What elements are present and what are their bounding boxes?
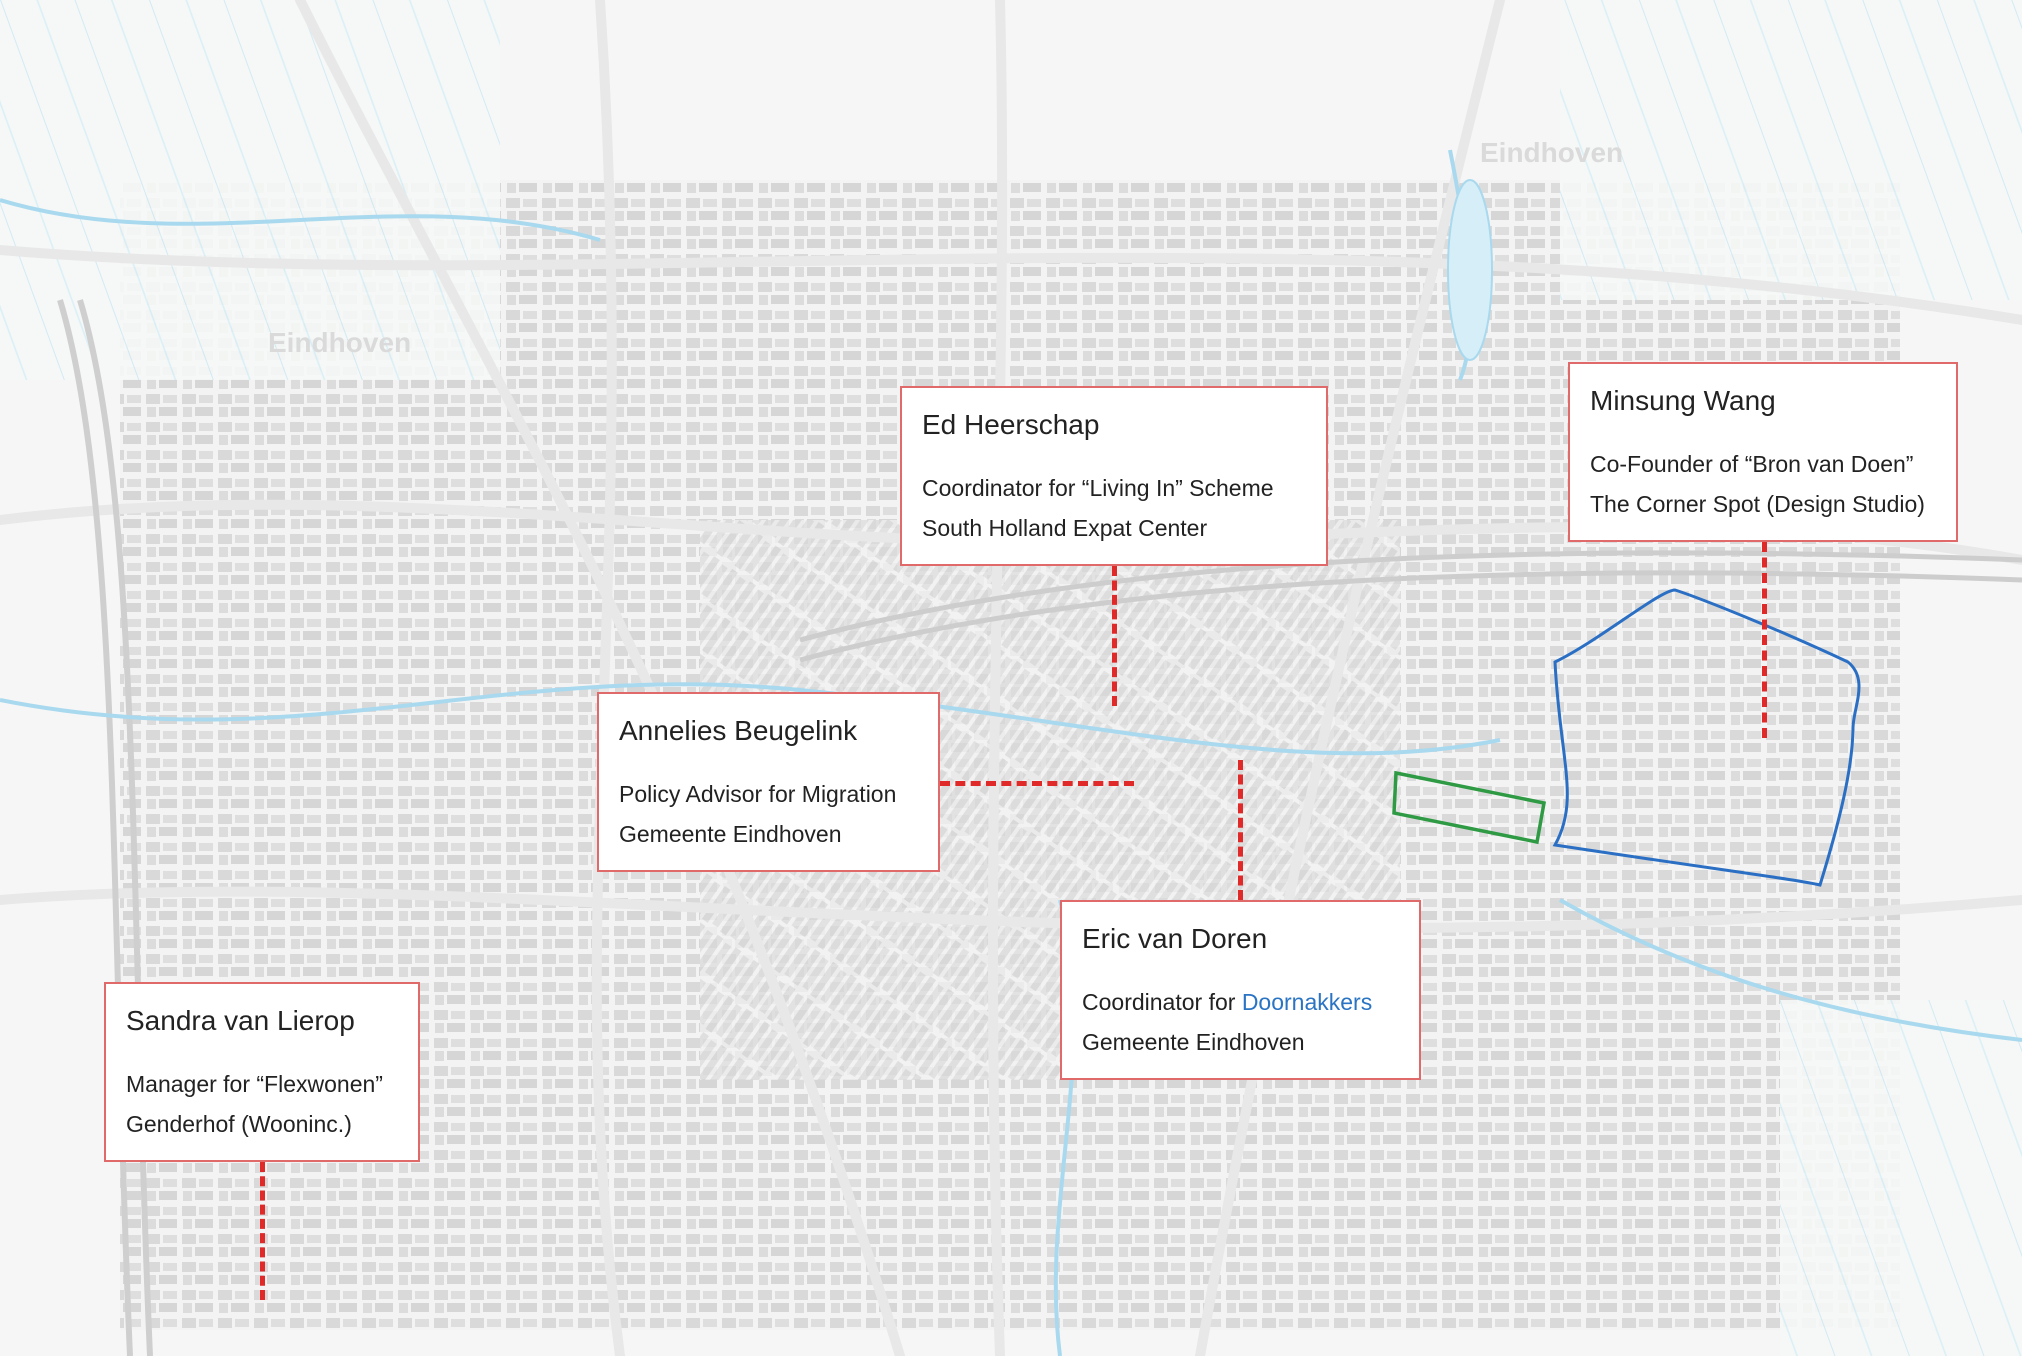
rural-fields-se <box>1780 1000 2022 1356</box>
person-role: Manager for “Flexwonen” <box>126 1071 383 1097</box>
person-role: Policy Advisor for Migration <box>619 781 897 807</box>
person-name: Annelies Beugelink <box>619 715 858 746</box>
person-card-eric-van-doren: Eric van Doren Coordinator for Doornakke… <box>1060 900 1421 1080</box>
place-label-west: Eindhoven <box>268 327 411 358</box>
rural-fields-nw <box>0 0 500 380</box>
rural-fields-ne <box>1560 0 2022 300</box>
person-role: Coordinator for “Living In” Scheme <box>922 475 1274 501</box>
person-card-ed-heerschap: Ed Heerschap Coordinator for “Living In”… <box>900 386 1328 566</box>
person-organization: Gemeente Eindhoven <box>619 821 842 847</box>
connector-eric-van-doren <box>1238 760 1243 900</box>
connector-minsung-wang <box>1762 542 1767 738</box>
person-organization: The Corner Spot (Design Studio) <box>1590 491 1925 517</box>
person-card-minsung-wang: Minsung Wang Co-Founder of “Bron van Doe… <box>1568 362 1958 542</box>
person-name: Minsung Wang <box>1590 385 1776 416</box>
site-outline <box>1392 770 1547 845</box>
connector-annelies-beugelink <box>940 781 1134 786</box>
connector-ed-heerschap <box>1112 566 1117 706</box>
person-role: Co-Founder of “Bron van Doen” <box>1590 451 1914 477</box>
connector-sandra-van-lierop <box>260 1162 265 1300</box>
person-name: Sandra van Lierop <box>126 1005 355 1036</box>
person-organization: Genderhof (Wooninc.) <box>126 1111 352 1137</box>
person-role: Coordinator for Doornakkers <box>1082 982 1399 1022</box>
person-name: Ed Heerschap <box>922 409 1100 440</box>
person-organization: Gemeente Eindhoven <box>1082 1029 1305 1055</box>
person-name: Eric van Doren <box>1082 923 1268 954</box>
district-outline-doornakkers <box>1552 588 1861 887</box>
person-card-sandra-van-lierop: Sandra van Lierop Manager for “Flexwonen… <box>104 982 420 1162</box>
waterways <box>0 149 2022 1356</box>
person-organization: South Holland Expat Center <box>922 515 1208 541</box>
district-link-doornakkers: Doornakkers <box>1241 989 1373 1015</box>
lake <box>1447 179 1493 361</box>
place-label-east: Eindhoven <box>1480 137 1623 168</box>
person-role-prefix: Coordinator for <box>1082 989 1242 1015</box>
person-card-annelies-beugelink: Annelies Beugelink Policy Advisor for Mi… <box>597 692 940 872</box>
